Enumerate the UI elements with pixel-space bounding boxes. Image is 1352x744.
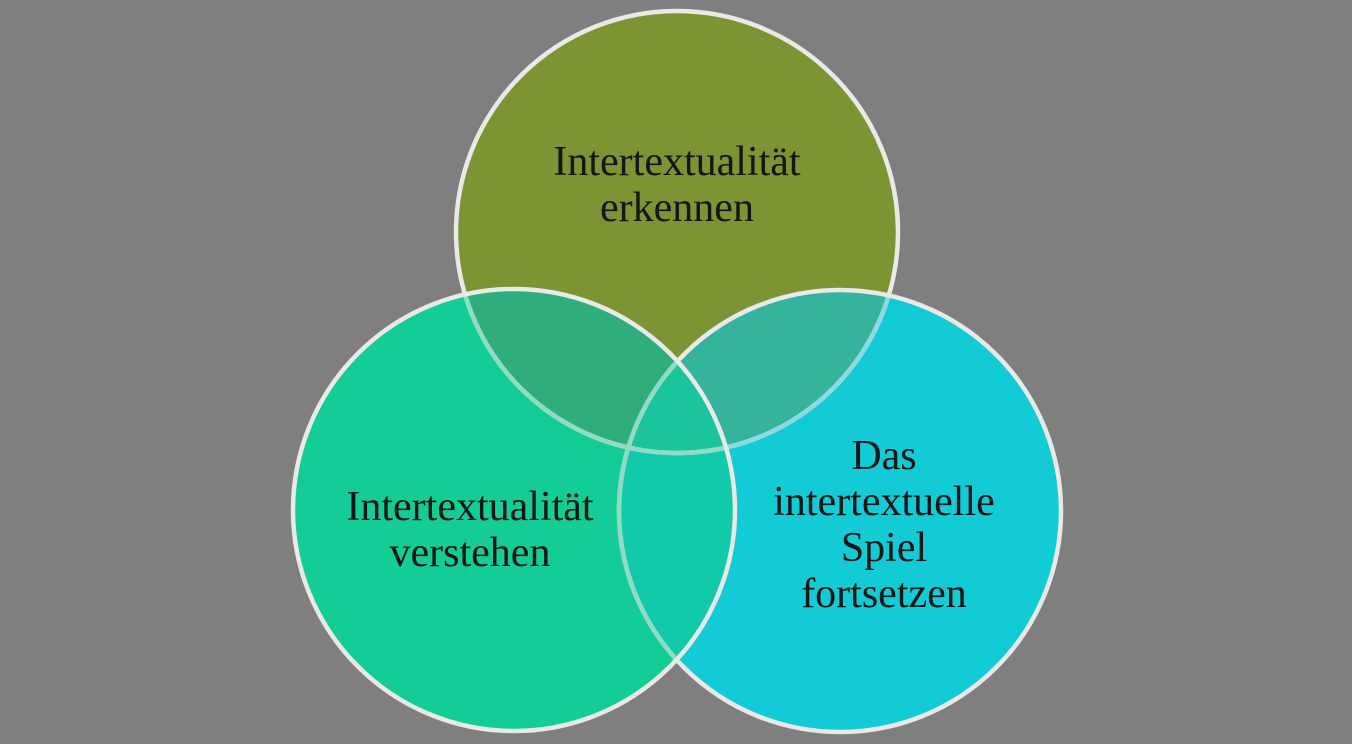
venn-label-top-line2: erkennen xyxy=(600,185,754,231)
venn-label-right-line3: Spiel xyxy=(840,525,928,571)
venn-label-right-line4: fortsetzen xyxy=(801,571,967,617)
venn-label-left-line2: verstehen xyxy=(389,530,551,576)
venn-circle-left-border xyxy=(290,286,738,734)
venn-label-left: Intertextualität verstehen xyxy=(346,484,593,576)
venn-label-top: Intertextualität erkennen xyxy=(553,139,800,231)
venn-label-right-line2: intertextuelle xyxy=(773,479,995,525)
venn-label-right-line1: Das xyxy=(851,433,917,479)
venn-circle-right-border-under-left xyxy=(616,289,735,731)
venn-label-top-line1: Intertextualität xyxy=(553,139,801,185)
overlap-top-right xyxy=(619,290,898,453)
venn-circle-top-border-under-left xyxy=(453,289,735,456)
venn-label-right: Das intertextuelle Spiel fortsetzen xyxy=(773,433,995,617)
venn-label-left-line1: Intertextualität xyxy=(346,484,594,530)
overlap-top-left xyxy=(456,289,735,453)
